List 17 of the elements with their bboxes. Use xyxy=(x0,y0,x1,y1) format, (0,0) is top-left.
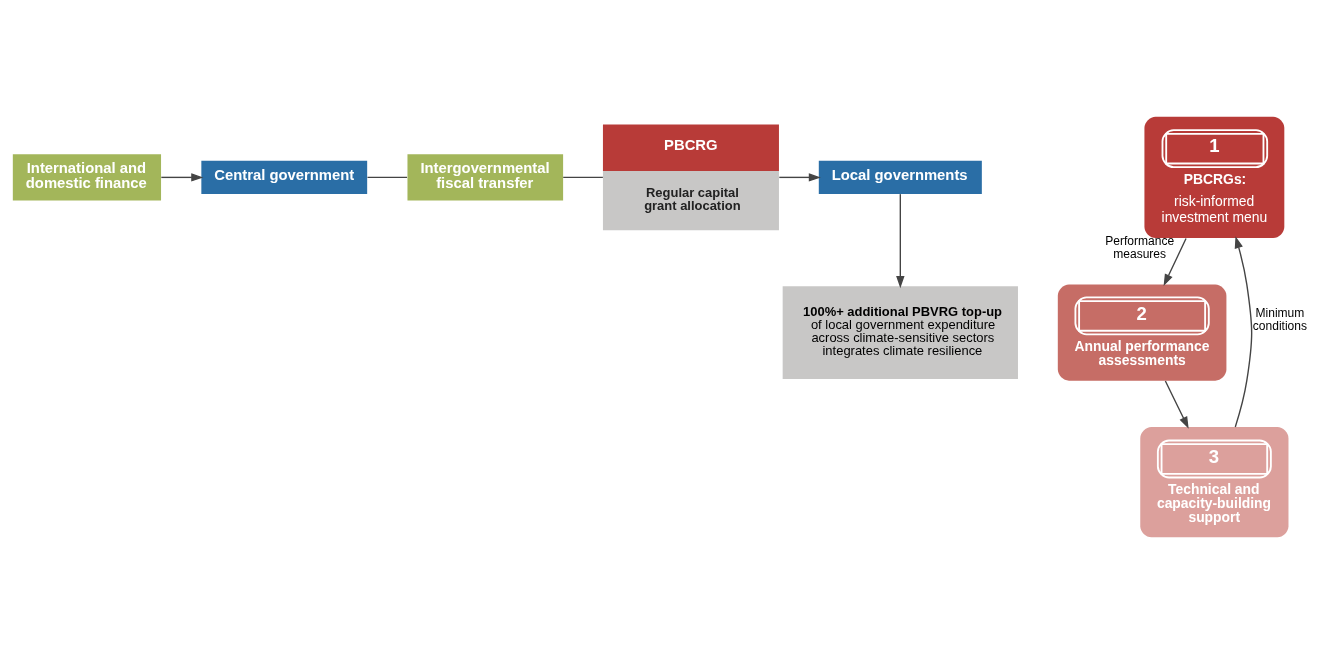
arrow xyxy=(778,173,821,182)
edge-label: Minimum conditions xyxy=(1252,305,1308,333)
node-box: 100%+ additional PBVRG top-up of local government expenditure across climate-sensitive sectors integrates climate resilience xyxy=(782,286,1018,379)
arrow xyxy=(1234,236,1253,428)
node-box: Central government xyxy=(201,160,368,195)
connector xyxy=(562,176,604,179)
node-box: Local governments xyxy=(818,160,982,195)
node-box: Intergovernmental fiscal transfer xyxy=(407,154,564,201)
node-box: 3 Technical and capacity-building support xyxy=(1140,427,1289,538)
node-box: 1 PBCRGs: risk-informed investment menu xyxy=(1144,116,1285,239)
arrow xyxy=(1164,380,1189,429)
connector xyxy=(366,176,408,179)
arrow xyxy=(1163,237,1187,287)
node-box: International and domestic finance xyxy=(12,154,162,201)
node-box: 2 Annual performance assessments xyxy=(1057,284,1227,381)
arrow xyxy=(896,193,905,289)
arrow xyxy=(160,173,204,182)
